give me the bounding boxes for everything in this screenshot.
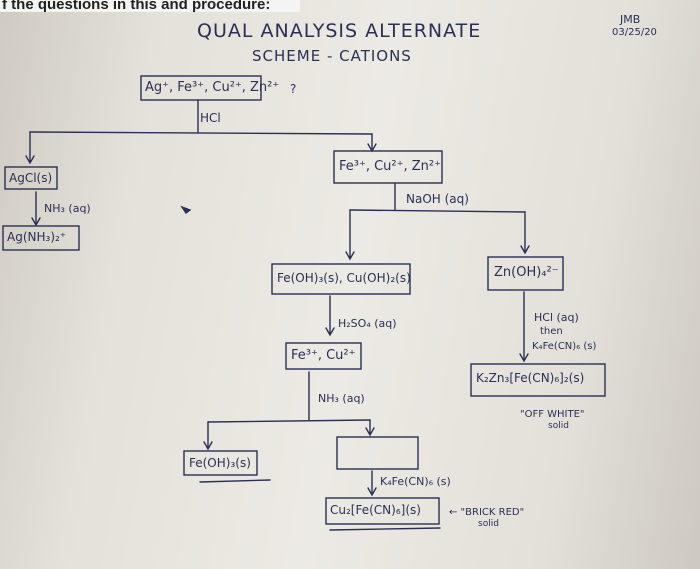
box-agcl	[4, 166, 58, 190]
node-zn-ppt: K₂Zn₃[Fe(CN)₆]₂(s)	[476, 371, 585, 385]
box-fe-cu	[285, 342, 362, 370]
note-brickred-solid: solid	[478, 519, 499, 529]
reagent-hcl-2: HCl (aq)	[534, 311, 579, 324]
box-zincate	[487, 256, 564, 291]
node-feoh3: Fe(OH)₃(s)	[189, 456, 251, 470]
reagent-k4fecn6-1: K₄Fe(CN)₆ (s)	[532, 341, 597, 352]
line-branch-2	[349, 209, 526, 213]
node-fe-cu: Fe³⁺, Cu²⁺	[291, 348, 356, 363]
box-feoh3	[183, 450, 258, 476]
node-agnh3: Ag(NH₃)₂⁺	[7, 230, 67, 244]
title-line2: SCHEME - CATIONS	[252, 47, 412, 65]
arrow-to-cu-ppt	[367, 470, 377, 497]
reagent-nh3-2: NH₃ (aq)	[318, 392, 365, 405]
reagent-hcl: HCl	[200, 111, 221, 125]
note-offwhite-solid: solid	[548, 421, 569, 431]
top-fragment-text: f the questions in this and procedure:	[2, 0, 271, 13]
box-zn-ppt	[470, 363, 606, 397]
line-branch-3	[207, 419, 371, 423]
node-zincate: Zn(OH)₄²⁻	[494, 265, 559, 280]
reagent-k4fecn6-2: K₄Fe(CN)₆ (s)	[380, 475, 451, 488]
box-cu-ppt	[325, 497, 440, 525]
arrow-to-zincate	[520, 211, 530, 255]
arrow-to-agnh3	[31, 191, 41, 227]
node-cu-ppt: Cu₂[Fe(CN)₆](s)	[330, 503, 421, 517]
arrow-to-feoh3	[203, 421, 213, 451]
node-start: Ag⁺, Fe³⁺, Cu²⁺, Zn²⁺	[145, 80, 280, 95]
box-start	[140, 75, 262, 101]
arrow-to-filtrate	[367, 133, 377, 153]
note-offwhite: "OFF WHITE"	[520, 409, 585, 420]
top-fragment: f the questions in this and procedure:	[0, 0, 300, 13]
initials: JMB	[620, 13, 641, 26]
arrow-to-fecu	[325, 295, 335, 337]
box-agnh3	[2, 225, 80, 251]
underline-feoh3	[199, 479, 271, 483]
reagent-then: then	[540, 326, 563, 337]
note-brickred: ← "BRICK RED"	[449, 507, 525, 518]
box-hydroxides	[271, 263, 411, 295]
underline-cu-ppt	[329, 527, 441, 531]
line-branch-1	[29, 131, 373, 135]
arrow-to-zn-ppt	[519, 291, 529, 363]
box-filtrate	[333, 150, 443, 184]
node-agcl: AgCl(s)	[9, 171, 53, 185]
node-filtrate: Fe³⁺, Cu²⁺, Zn²⁺	[339, 159, 441, 174]
reagent-naoh: NaOH (aq)	[406, 192, 469, 206]
arrow-to-agcl	[25, 131, 35, 165]
question-mark: ?	[290, 82, 297, 96]
date: 03/25/20	[612, 27, 657, 38]
node-hydroxides: Fe(OH)₃(s), Cu(OH)₂(s)	[277, 271, 411, 285]
arrow-to-hydroxides	[345, 209, 355, 261]
reagent-nh3-1: NH₃ (aq)	[44, 202, 91, 215]
cursor-mark	[180, 205, 192, 215]
reagent-h2so4: H₂SO₄ (aq)	[338, 317, 397, 330]
arrow-to-cunh3	[365, 419, 375, 437]
box-cunh3	[336, 436, 419, 470]
title-line1: QUAL ANALYSIS ALTERNATE	[197, 20, 482, 42]
